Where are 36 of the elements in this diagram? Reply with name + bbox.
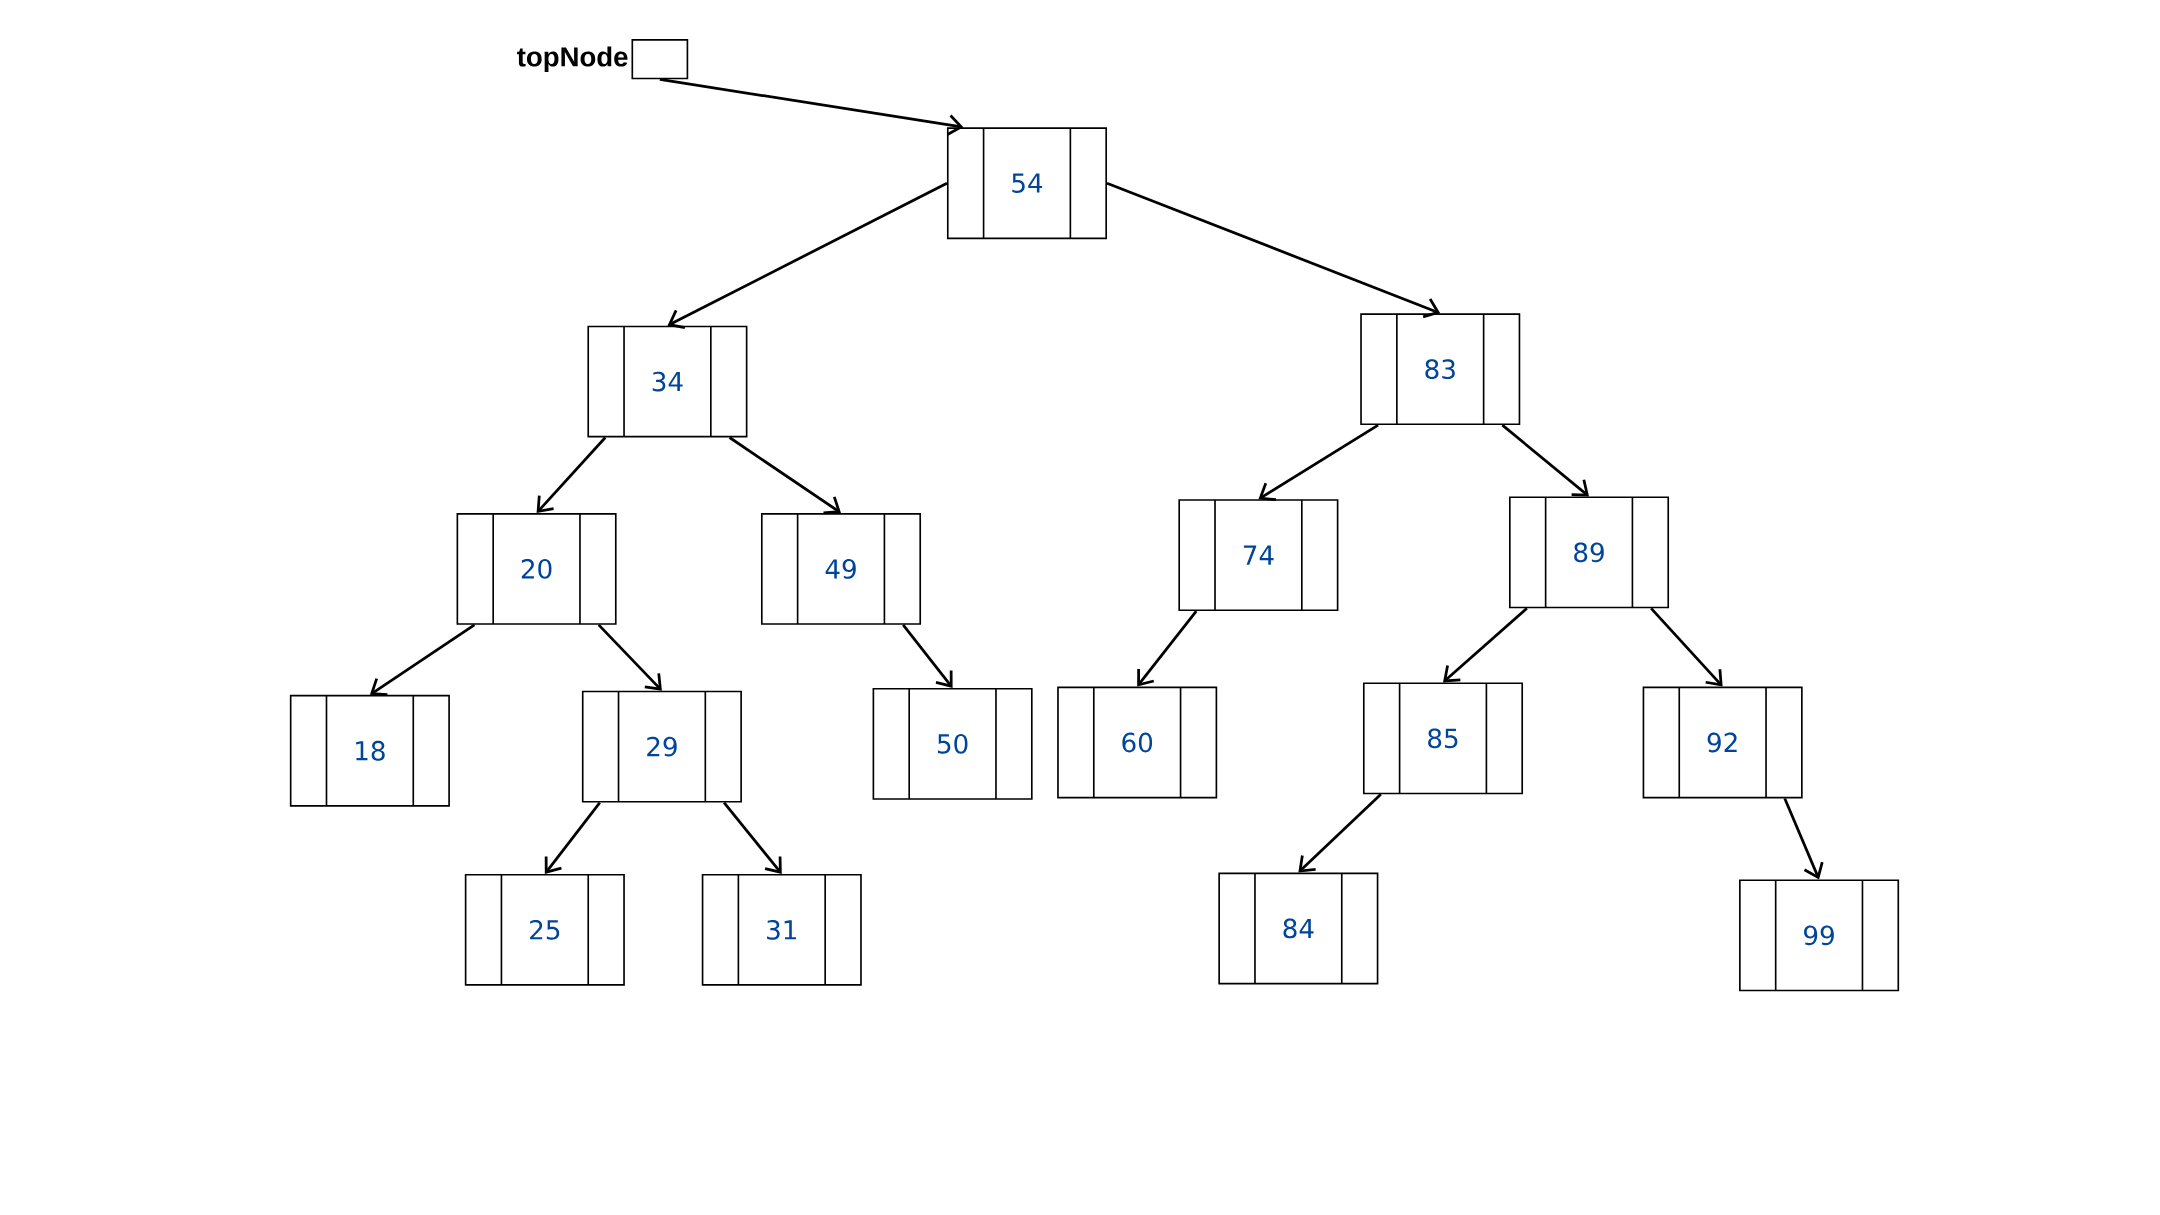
tree-node-box: 54 xyxy=(946,127,1107,240)
tree-node-box: 25 xyxy=(464,873,625,986)
tree-node-box: 34 xyxy=(587,325,748,438)
arrow xyxy=(902,624,953,688)
arrow xyxy=(1443,607,1528,683)
tree-node-box: 84 xyxy=(1218,872,1379,985)
tree-node-box: 60 xyxy=(1057,686,1218,799)
arrow xyxy=(1258,423,1379,502)
tree-node-box: 92 xyxy=(1642,686,1803,799)
arrow xyxy=(1783,797,1824,880)
arrow xyxy=(369,623,476,697)
tree-node-box: 83 xyxy=(1360,313,1521,426)
tree-node-box: 74 xyxy=(1178,499,1339,612)
arrow xyxy=(536,436,607,513)
pointer-box xyxy=(631,39,689,80)
pointer-label: topNode xyxy=(517,46,628,73)
tree-node-box: 85 xyxy=(1362,682,1524,795)
tree-node-box: 49 xyxy=(760,513,922,625)
tree-node-box: 99 xyxy=(1739,879,1900,992)
arrow xyxy=(1650,607,1723,687)
arrow xyxy=(1137,610,1198,687)
tree-node-box: 50 xyxy=(872,687,1033,800)
arrow xyxy=(667,181,948,329)
tree-node-box: 31 xyxy=(701,873,862,986)
arrow xyxy=(1298,793,1382,873)
tree-node-box: 89 xyxy=(1509,496,1670,609)
arrow xyxy=(723,801,782,874)
arrow xyxy=(659,77,964,136)
arrow xyxy=(544,801,601,874)
arrow xyxy=(728,436,841,515)
arrow xyxy=(597,623,662,691)
tree-node-box: 20 xyxy=(456,513,617,625)
arrow xyxy=(1106,181,1441,319)
tree-node-box: 18 xyxy=(289,694,450,807)
tree-node-box: 29 xyxy=(581,690,742,803)
arrow xyxy=(1501,424,1589,497)
